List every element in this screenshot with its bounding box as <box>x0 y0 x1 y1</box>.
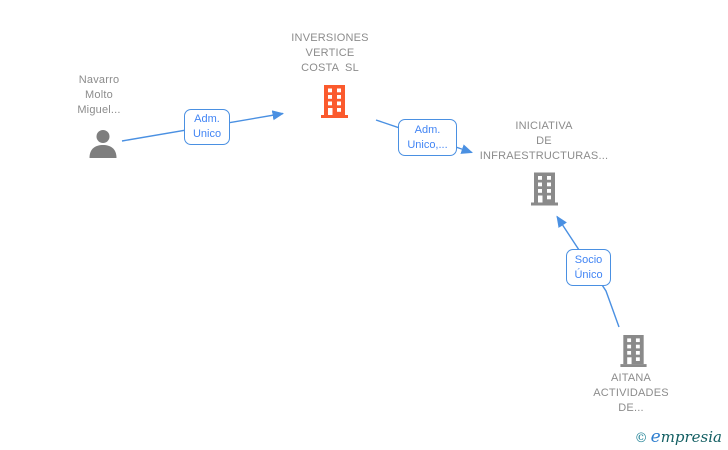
copyright-icon: © <box>634 431 648 446</box>
node-label-line: COSTA SL <box>301 62 359 74</box>
node-label-line: INICIATIVA <box>515 120 573 132</box>
edge-aitana-to-iniciativa <box>556 215 620 328</box>
node-label-line: DE <box>536 135 552 147</box>
building-icon-inversiones[interactable] <box>321 85 348 118</box>
edge-label-line: Adm. <box>194 113 220 125</box>
node-label-aitana[interactable]: AITANA ACTIVIDADES DE... <box>571 371 691 416</box>
building-icon-iniciativa[interactable] <box>531 171 558 207</box>
edge-label-socio-unico: Socio Único <box>566 249 611 286</box>
node-label-line: Navarro <box>78 74 120 86</box>
node-label-line: Molto <box>85 89 113 101</box>
node-label-line: INFRAESTRUCTURAS... <box>479 150 609 162</box>
node-label-line: ACTIVIDADES <box>593 387 669 399</box>
edge-label-line: Socio <box>574 253 603 266</box>
node-label-line: DE... <box>618 402 644 414</box>
building-icon-aitana[interactable] <box>620 335 647 367</box>
node-label-iniciativa[interactable]: INICIATIVA DE INFRAESTRUCTURAS... <box>464 119 624 164</box>
edge-label-line: Adm. <box>414 123 441 136</box>
node-label-line: VERTICE <box>305 47 355 59</box>
brand-letter-e: e <box>650 427 661 447</box>
brand-text: mpresia <box>660 428 722 446</box>
edge-label-line: Unico <box>192 128 222 140</box>
node-label-inversiones[interactable]: INVERSIONES VERTICE COSTA SL <box>255 31 405 76</box>
node-label-navarro[interactable]: Navarro Molto Miguel... <box>44 73 154 118</box>
person-icon[interactable] <box>88 130 118 158</box>
node-label-line: Miguel... <box>77 104 121 116</box>
edge-label-adm-unico: Adm. Unico <box>184 109 230 145</box>
edge-label-line: Unico,... <box>407 138 448 151</box>
edge-label-adm-unico-2: Adm. Unico,... <box>398 119 457 156</box>
node-label-line: AITANA <box>610 372 652 384</box>
empresia-logo[interactable]: ©empresia <box>635 427 722 447</box>
edge-label-line: Único <box>574 268 603 281</box>
node-label-line: INVERSIONES <box>291 32 369 44</box>
